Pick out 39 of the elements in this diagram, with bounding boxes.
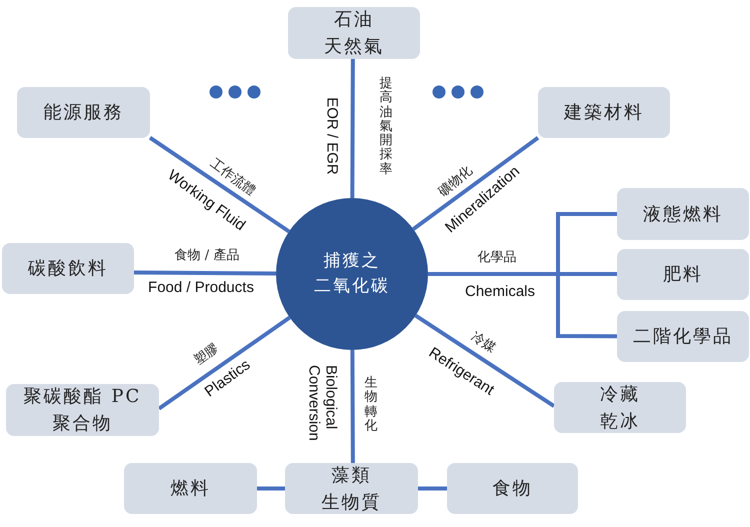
process-box [285, 463, 418, 514]
node-text: 藻類生物質 [322, 464, 382, 514]
edge-label: 食物 / 產品 [174, 248, 240, 264]
connector-line [414, 314, 556, 408]
node-text: 冷藏乾冰 [600, 382, 640, 434]
process-box [617, 249, 749, 300]
node-text: 燃料 [170, 477, 210, 501]
edge-label: 提高油氣開採率 [378, 76, 394, 178]
node-text: 液態燃料 [643, 202, 723, 226]
node-text: 捕獲之二氧化碳 [314, 250, 390, 298]
edge-label: 化學品 [476, 250, 518, 266]
node-text: 碳酸飲料 [28, 257, 108, 281]
node-text: 肥料 [663, 263, 703, 287]
connector-line [428, 272, 617, 338]
process-box [6, 384, 159, 436]
edge-label: 生物轉化 [364, 376, 378, 434]
node-text: 聚碳酸酯 PC 聚合物 [22, 385, 142, 436]
process-box [2, 243, 134, 294]
process-box [447, 463, 578, 514]
process-box [288, 7, 420, 59]
connector-line [350, 59, 355, 198]
connector-line [134, 270, 276, 276]
connector-line [158, 316, 291, 410]
process-box [617, 311, 749, 362]
node-text: 能源服務 [44, 101, 124, 125]
connector-line [412, 136, 540, 231]
connector-line [257, 486, 285, 490]
process-box [554, 382, 686, 433]
node-text: 石油天然氣 [324, 8, 384, 59]
process-box [617, 188, 749, 240]
connector-line [148, 136, 290, 234]
process-box [124, 463, 257, 514]
node-text: 食物 [492, 477, 532, 501]
process-box [538, 87, 670, 138]
connector-line [350, 350, 355, 463]
node-text: 建築材料 [564, 101, 644, 125]
connector-line [418, 486, 447, 490]
node-text: 二階化學品 [633, 325, 733, 349]
process-box [17, 87, 150, 138]
